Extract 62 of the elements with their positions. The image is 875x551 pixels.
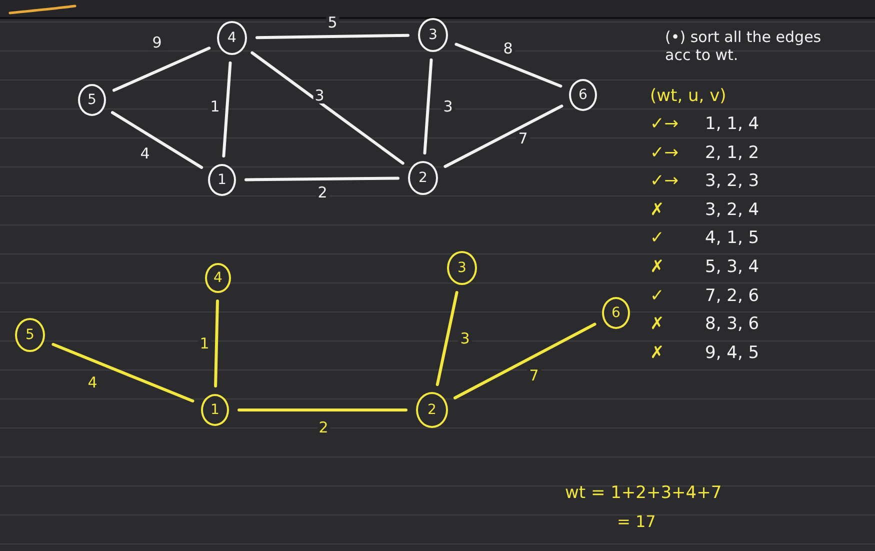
vertex-circle: 1 [208,164,236,196]
edge-weight: 2 [316,420,330,436]
table-text: 3, 2, 4 [705,200,760,220]
table-text: 8, 3, 6 [705,314,760,335]
vertex-circle: 6 [569,79,597,111]
table-text: 9, 4, 5 [705,342,760,364]
edge-line [110,111,204,169]
table-text: ✓→ [650,114,678,134]
table-text: 2, 1, 2 [705,142,760,163]
edge-line [238,408,408,412]
table-text: 1, 1, 4 [705,114,760,134]
edge-line [214,300,219,388]
vertex-circle: 1 [201,394,229,426]
edge-weight: 3 [312,88,326,104]
table-text: ✓ [650,228,664,249]
edge-line [250,51,404,165]
note-text: (•) sort all the edges acc to wt. [665,28,822,64]
edge-line [222,61,232,158]
table-text: (wt, u, v) [650,86,726,106]
edge-weight: 3 [458,332,472,346]
table-text: ✗ [650,200,664,220]
vertex-circle: 4 [205,263,231,293]
vertex-circle: 5 [15,318,45,352]
edge-weight: 3 [441,99,455,114]
table-text: = 17 [617,512,656,532]
vertex-circle: 2 [408,161,438,195]
vertex-circle: 4 [217,21,247,55]
table-text: ✓ [650,286,664,306]
table-text: 5, 3, 4 [705,257,760,278]
edge-weight: 4 [86,375,100,390]
edge-line [52,342,194,402]
edge-weight: 7 [516,131,530,146]
edge-weight: 1 [208,100,222,114]
edge-weight: 9 [150,36,164,50]
table-text: ✓→ [650,142,678,163]
table-text: ✗ [650,257,664,278]
table-text: 7, 2, 6 [705,286,760,306]
table-text: ✓→ [650,171,678,192]
table-text: ✗ [650,342,664,364]
edge-weight: 7 [527,368,541,383]
edge-weight: 8 [501,42,515,56]
edge-weight: 1 [198,336,212,352]
edge-line [454,322,596,400]
vertex-circle: 5 [78,84,106,116]
vertex-circle: 6 [602,297,630,329]
edge-weight: 5 [326,15,340,30]
table-text: 4, 1, 5 [705,228,760,249]
edge-line [423,58,433,155]
edge-weight: 2 [316,186,330,200]
vertex-circle: 2 [416,392,448,428]
vertex-circle: 3 [447,251,477,285]
edge-line [244,176,400,182]
table-text: wt = 1+2+3+4+7 [565,483,722,504]
edge-line [256,34,410,40]
edge-line [112,46,211,92]
edge-line [454,42,562,88]
table-text: 3, 2, 3 [705,171,760,192]
edge-line [436,290,458,386]
edge-weight: 4 [138,146,152,162]
table-text: ✗ [650,314,664,335]
vertex-circle: 3 [418,18,448,52]
edge-line [444,104,564,168]
